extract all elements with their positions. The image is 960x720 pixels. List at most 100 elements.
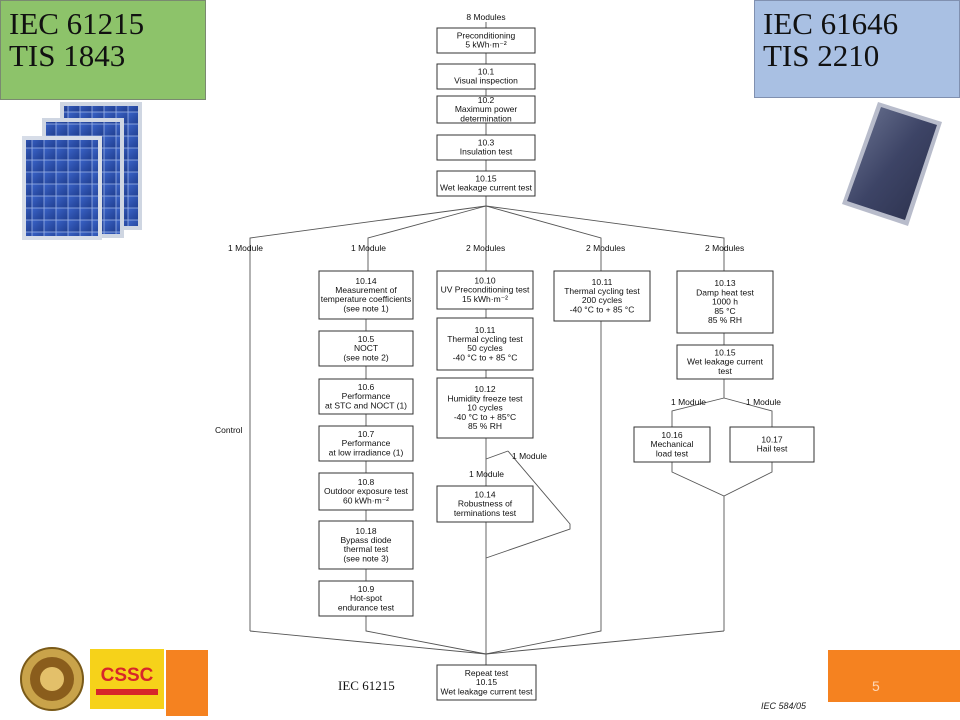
box-text-line: -40 °C to + 85 °C	[570, 304, 635, 314]
control-label: Control	[215, 425, 243, 435]
box-text-line: 10.18	[355, 526, 377, 536]
box-text-line: 1000 h	[712, 297, 738, 307]
box-frame	[633, 426, 711, 463]
box-text-line: Hail test	[757, 444, 788, 454]
branch-labels: 8 Modules 1 Module 1 Module 2 Modules 2 …	[215, 12, 781, 479]
box-text-line: thermal test	[344, 544, 389, 554]
box-frame	[436, 134, 536, 161]
box-frame	[318, 520, 414, 570]
box-frame	[436, 27, 536, 54]
box-text-line: terminations test	[454, 508, 517, 518]
box-frame	[436, 270, 534, 310]
box-text-line: Hot-spot	[350, 593, 383, 603]
branch-label-col4: 2 Modules	[705, 243, 744, 253]
box-text-line: 10.10	[474, 275, 496, 285]
standard-caption: IEC 61215	[338, 678, 395, 693]
box-text-line: 10.5	[358, 334, 375, 344]
branch-label-col2: 2 Modules	[466, 243, 505, 253]
box-text-line: 10.12	[474, 384, 496, 394]
box-text-line: Humidity freeze test	[447, 393, 523, 403]
left-standard-line2: TIS 1843	[9, 38, 126, 73]
connector-line	[485, 205, 725, 271]
logos: CSSC	[20, 647, 164, 711]
connector-line	[365, 616, 487, 655]
box-text-line: Wet leakage current test	[440, 183, 533, 193]
box-text-line: Damp heat test	[696, 287, 754, 297]
seal-logo	[20, 647, 84, 711]
box-text-line: 10.1	[478, 67, 495, 77]
right-standard-line2: TIS 2210	[763, 38, 880, 73]
box-frame	[436, 170, 536, 197]
connector-line	[485, 450, 509, 460]
branch-label-col3: 2 Modules	[586, 243, 625, 253]
connector-line	[723, 397, 773, 427]
box-text-line: determination	[460, 113, 512, 123]
connector-lines	[249, 22, 773, 665]
box-frame	[436, 317, 534, 371]
orange-accent-bar-right	[828, 650, 960, 702]
box-text-line: Measurement of	[335, 285, 397, 295]
box-frame	[318, 425, 414, 462]
box-text-line: 10.11	[592, 277, 613, 287]
box-text-line: (see note 3)	[343, 553, 389, 563]
figure-reference: IEC 584/05	[761, 701, 807, 711]
box-text-line: at low irradiance (1)	[329, 447, 404, 457]
box-text-line: Preconditioning	[457, 31, 516, 41]
box-text-line: 10.14	[355, 276, 377, 286]
box-text-line: Performance	[342, 391, 391, 401]
iec-61215-badge: IEC 61215 TIS 1843	[0, 0, 206, 100]
robustness-module-label: 1 Module	[469, 469, 504, 479]
box-text-line: 15 kWh·m⁻²	[462, 294, 508, 304]
box-text-line: -40 °C to + 85 °C	[453, 352, 518, 362]
left-standard-line1: IEC 61215	[9, 6, 145, 41]
box-text-line: Wet leakage current	[687, 357, 764, 367]
box-text-line: 10.13	[714, 278, 736, 288]
box-text-line: 10.11	[475, 325, 496, 335]
box-frame	[318, 472, 414, 511]
box-text-line: at STC and NOCT (1)	[325, 400, 407, 410]
connector-line	[671, 462, 773, 497]
box-text-line: 10.15	[475, 174, 497, 184]
box-text-line: test	[718, 366, 732, 376]
box-frame	[318, 270, 414, 320]
box-text-line: 60 kWh·m⁻²	[343, 495, 389, 505]
branch-label-control: 1 Module	[228, 243, 263, 253]
box-text-line: 10.15	[714, 347, 736, 357]
thin-film-panel-image	[842, 102, 942, 226]
box-frame	[436, 377, 534, 439]
box-text-line: Thermal cycling test	[447, 334, 523, 344]
box-text-line: (see note 2)	[343, 352, 389, 362]
box-text-line: Thermal cycling test	[564, 286, 640, 296]
connector-line	[485, 630, 725, 655]
box-text-line: 85 % RH	[468, 421, 502, 431]
box-text-line: 10.8	[358, 477, 375, 487]
box-text-line: 10.9	[358, 584, 375, 594]
box-frame	[436, 95, 536, 124]
connector-line	[671, 397, 725, 427]
box-text-line: 10.14	[474, 489, 496, 499]
box-text-line: load test	[656, 448, 689, 458]
box-text-line: 10.3	[478, 138, 495, 148]
box-frame	[318, 378, 414, 415]
box-text-line: 10.7	[358, 429, 375, 439]
box-text-line: Performance	[342, 438, 391, 448]
